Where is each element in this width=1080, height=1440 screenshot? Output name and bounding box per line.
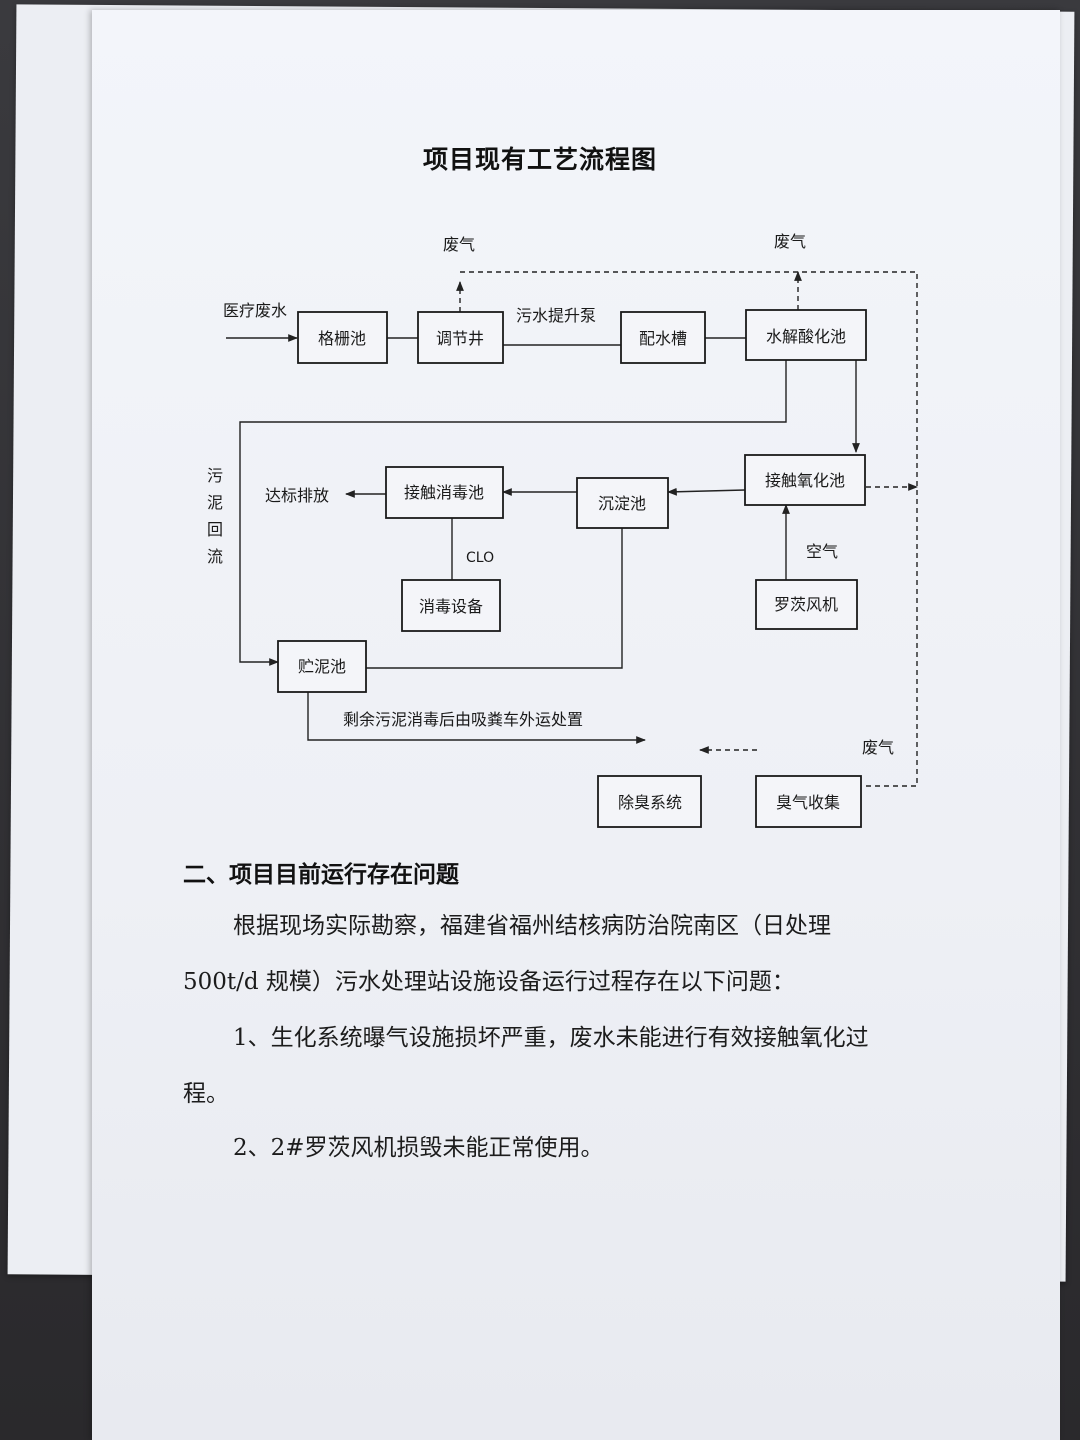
box-distribution-tank (620, 311, 706, 364)
label-distribution-tank: 配水槽 (639, 329, 687, 348)
label-medical-wastewater: 医疗废水 (223, 301, 287, 320)
label-clo: CLO (466, 550, 494, 566)
box-sedimentation (576, 477, 669, 529)
box-hydrolysis-tank (745, 309, 867, 361)
box-deodorization (597, 775, 702, 828)
label-air: 空气 (806, 542, 838, 561)
label-sludge-return-1: 污 (207, 466, 223, 485)
line-sedimentation-to-sludge (366, 528, 623, 669)
label-sludge-tank: 贮泥池 (298, 657, 346, 676)
label-grille: 格栅池 (318, 329, 366, 348)
label-contact-disinfection: 接触消毒池 (404, 483, 484, 502)
box-roots-blower (755, 579, 858, 630)
label-sludge-disposal: 剩余污泥消毒后由吸粪车外运处置 (343, 710, 583, 729)
label-sludge-return-3: 回 (207, 520, 223, 539)
gas-lines (456, 271, 918, 787)
flow-lines (226, 334, 860, 744)
label-contact-oxidation: 接触氧化池 (765, 471, 845, 490)
label-hydrolysis-tank: 水解酸化池 (766, 327, 846, 346)
arrow-oxidation-to-sedimentation (667, 487, 746, 496)
box-odor-collection (755, 775, 862, 828)
paragraph-3: 2、2#罗茨风机损毁未能正常使用。 (233, 1135, 604, 1161)
arrow-sludge-disposal (307, 692, 646, 744)
box-grille (297, 311, 388, 364)
label-sludge-return-2: 泥 (207, 493, 223, 512)
arrow-sludge-return (239, 360, 787, 666)
paragraph-2-line-1: 1、生化系统曝气设施损坏严重，废水未能进行有效接触氧化过 (233, 1025, 869, 1051)
label-sludge-return-4: 流 (207, 547, 223, 566)
section-heading: 二、项目目前运行存在问题 (183, 862, 459, 888)
label-waste-gas-1: 废气 (443, 235, 475, 254)
paragraph-1-line-1: 根据现场实际勘察，福建省福州结核病防治院南区（日处理 (233, 913, 831, 939)
box-regulating-well (417, 311, 504, 364)
label-waste-gas-3: 废气 (862, 738, 894, 757)
label-regulating-well: 调节井 (436, 329, 484, 348)
box-sludge-tank (277, 640, 367, 693)
paper-sheet (92, 10, 1060, 1440)
process-flow-diagram: 格栅池 调节井 配水槽 水解酸化池 接触氧化池 沉淀池 接触消毒池 消毒设备 罗… (207, 232, 918, 828)
box-contact-oxidation (744, 454, 866, 506)
paragraph-2-line-2: 程。 (183, 1081, 229, 1107)
label-deodorization: 除臭系统 (618, 793, 682, 812)
box-disinfection-equipment (401, 579, 501, 632)
label-disinfection-equipment: 消毒设备 (419, 597, 483, 616)
paragraph-1-line-2: 500t/d 规模）污水处理站设施设备运行过程存在以下问题： (183, 969, 795, 995)
label-odor-collection: 臭气收集 (776, 793, 840, 812)
box-contact-disinfection (385, 466, 504, 519)
label-roots-blower: 罗茨风机 (774, 595, 838, 614)
label-lift-pump: 污水提升泵 (516, 306, 596, 325)
process-boxes (277, 309, 867, 828)
label-discharge: 达标排放 (265, 486, 329, 505)
label-sedimentation: 沉淀池 (598, 494, 646, 513)
document-title: 项目现有工艺流程图 (422, 145, 657, 174)
label-waste-gas-2: 废气 (774, 232, 806, 251)
line-gas-collect-top (460, 271, 918, 787)
